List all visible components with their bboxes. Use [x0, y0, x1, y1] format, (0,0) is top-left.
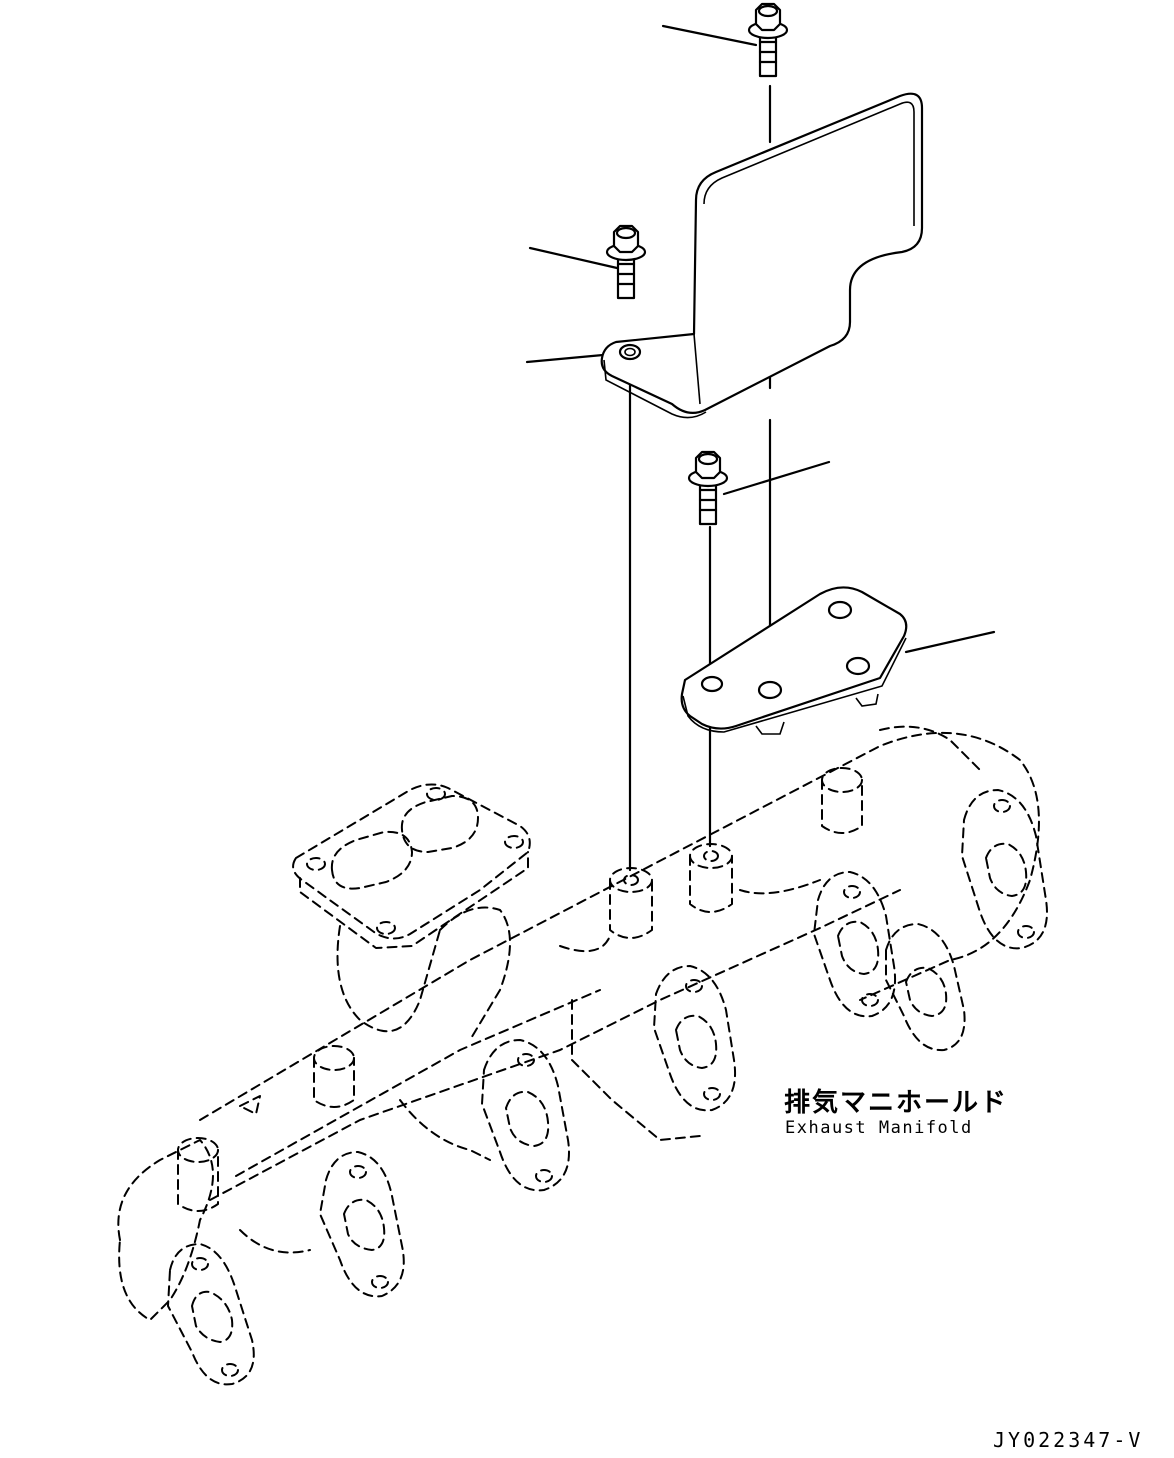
port-flange-4 — [571, 965, 736, 1141]
port-flange-1 — [167, 1243, 255, 1386]
port-flange-6 — [885, 923, 966, 1052]
bracket-plate — [680, 586, 908, 735]
part-name-japanese: 排気マニホールド — [784, 1088, 1009, 1118]
port-flange-7 — [961, 789, 1048, 950]
part-name-english: Exhaust Manifold — [785, 1118, 973, 1138]
bolt-middle — [687, 450, 729, 526]
leader-lines — [525, 24, 996, 654]
heat-shield-cover — [600, 92, 924, 419]
port-flange-3 — [481, 1039, 570, 1192]
bolt-left — [605, 224, 647, 300]
bolt-top — [747, 2, 789, 78]
exhaust-manifold — [117, 725, 1048, 1386]
port-flange-5 — [813, 871, 896, 1018]
port-flange-2 — [319, 1151, 405, 1298]
drawing-code: JY022347-V — [993, 1428, 1144, 1452]
